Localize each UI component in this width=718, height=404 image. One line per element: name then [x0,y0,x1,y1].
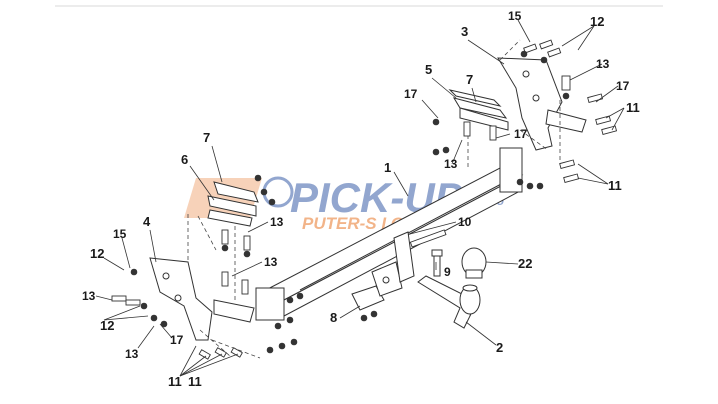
towball [461,247,487,279]
callout-12b: 12 [90,246,104,261]
callout-13a: 13 [596,57,610,71]
callout-9: 9 [444,265,451,279]
callout-1: 1 [384,160,391,175]
callout-12c: 12 [100,318,114,333]
bolt-9 [431,249,443,277]
leader-lines [95,19,625,377]
assembly-guides [187,39,561,359]
socket-plate [351,261,403,311]
callout-17d: 17 [170,333,184,347]
callout-22: 22 [518,256,532,271]
callout-3: 3 [461,24,468,39]
callout-4: 4 [143,214,151,229]
callout-7b: 7 [203,130,210,145]
towball-neck [417,275,481,329]
callout-10: 10 [458,215,472,229]
callout-15a: 15 [508,9,522,23]
callout-11c: 11 [168,374,182,389]
callout-5: 5 [425,62,432,77]
callout-labels: 1 2 3 4 5 6 7 7 8 9 10 11 11 11 11 12 12… [82,9,640,389]
callout-12a: 12 [590,14,604,29]
callout-13f: 13 [444,157,458,171]
callout-13b: 13 [270,215,284,229]
callout-11a: 11 [626,100,640,115]
callout-8: 8 [330,310,337,325]
callout-13c: 13 [264,255,278,269]
callout-13d: 13 [82,289,96,303]
hardware-fasteners [111,39,618,360]
left-bracket [149,257,213,341]
left-spacer-plates [207,181,259,227]
callout-11b: 11 [608,178,622,193]
callout-13e: 13 [125,347,139,361]
callout-15b: 15 [113,227,127,241]
callout-11d: 11 [188,374,202,389]
mounting-plate [393,231,415,283]
right-bracket [497,57,587,151]
callout-2: 2 [496,340,503,355]
callout-17b: 17 [514,127,528,141]
callout-7a: 7 [466,72,473,87]
callout-6: 6 [181,152,188,167]
lower-left-plate [213,299,255,323]
right-spacer-plates [448,89,509,131]
callout-17a: 17 [404,87,418,101]
callout-17c: 17 [616,79,630,93]
